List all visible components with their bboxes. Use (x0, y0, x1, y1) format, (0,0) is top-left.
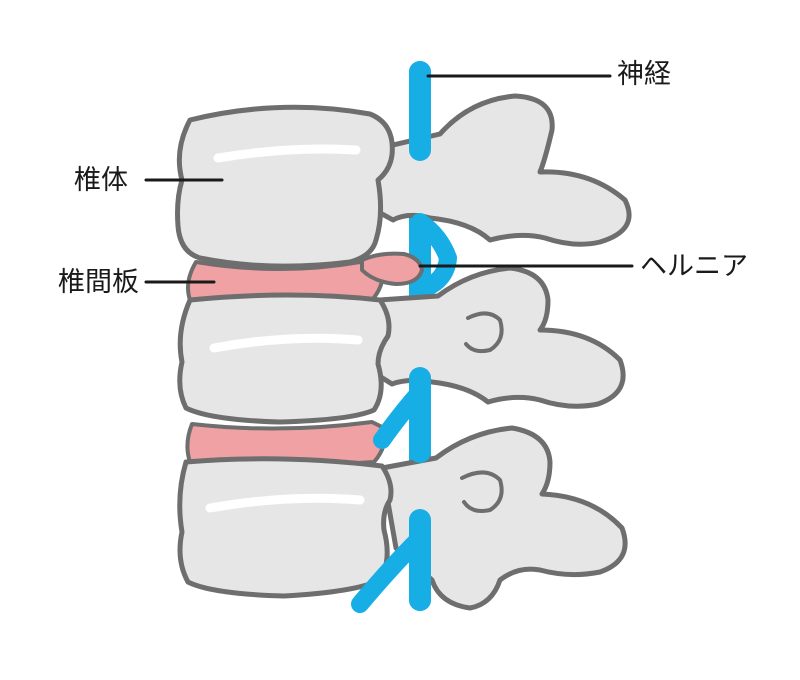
label-hernia: ヘルニア (640, 251, 748, 282)
label-vertebral-body: 椎体 (74, 165, 128, 196)
vertebra-3-process-notch (460, 470, 504, 513)
herniation-bulge (360, 251, 424, 286)
vertebra-3-posterior-elements (379, 425, 628, 611)
vertebra-3-highlight (205, 493, 365, 513)
nerve-root-upper (411, 213, 457, 299)
vertebra-1-posterior-elements (372, 93, 632, 247)
vertebra-2-body (177, 292, 392, 425)
label-intervertebral-disc: 椎間板 (58, 267, 139, 298)
vertebra-2-highlight (209, 333, 363, 353)
vertebra-2-process-notch (464, 311, 504, 354)
vertebra-3-body (177, 456, 394, 599)
vertebra-1-highlight (213, 144, 361, 163)
label-nerve: 神経 (617, 59, 671, 90)
vertebra-1-body (175, 104, 395, 269)
